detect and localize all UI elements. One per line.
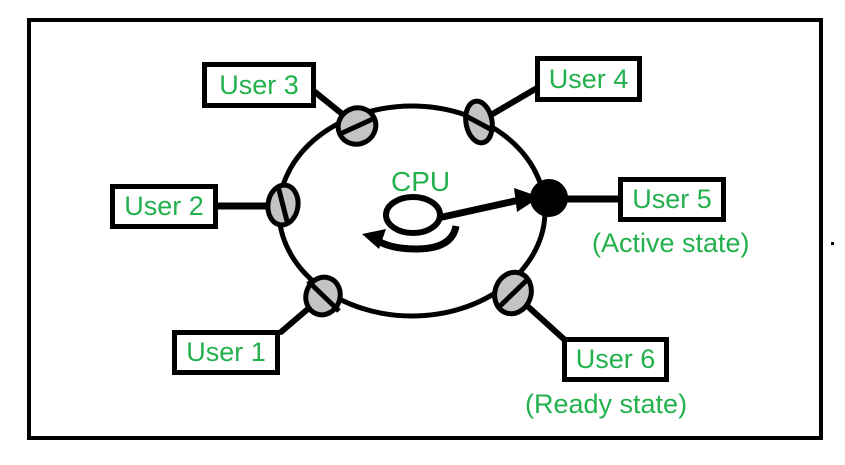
label-text-user-4: User 4 — [548, 63, 629, 94]
label-text-user-2: User 2 — [124, 191, 204, 221]
cpu-rotation-arrowhead — [362, 229, 386, 249]
stray-speck — [831, 242, 834, 245]
cpu-label: CPU — [391, 166, 451, 197]
label-box-user-2[interactable]: User 2 — [110, 184, 218, 229]
label-text-user-5: User 5 — [632, 184, 712, 214]
label-text-user-1: User 1 — [186, 337, 266, 367]
cpu-rotation-arc — [376, 225, 460, 253]
ring-cross-user-6 — [496, 276, 531, 310]
ring-cross-user-3 — [338, 115, 377, 137]
ready-state-note: (Ready state) — [525, 389, 688, 419]
ring-cross-user-4 — [462, 112, 496, 134]
label-box-user-5[interactable]: User 5 — [618, 177, 726, 222]
label-box-user-3[interactable]: User 3 — [202, 62, 316, 108]
cpu-ellipse — [383, 194, 443, 236]
label-text-user-6: User 6 — [575, 344, 656, 374]
active-state-note: (Active state) — [592, 228, 750, 258]
label-box-user-4[interactable]: User 4 — [535, 56, 642, 102]
label-box-user-1[interactable]: User 1 — [172, 330, 280, 375]
label-text-user-3: User 3 — [219, 69, 299, 100]
cpu-to-active-line — [437, 195, 525, 222]
cpu-to-active-arrowhead — [514, 188, 540, 212]
ring-cross-user-1 — [306, 279, 341, 313]
label-box-user-6[interactable]: User 6 — [562, 337, 669, 382]
ring-cross-user-2 — [275, 185, 291, 226]
node-user-5[interactable] — [530, 179, 568, 217]
